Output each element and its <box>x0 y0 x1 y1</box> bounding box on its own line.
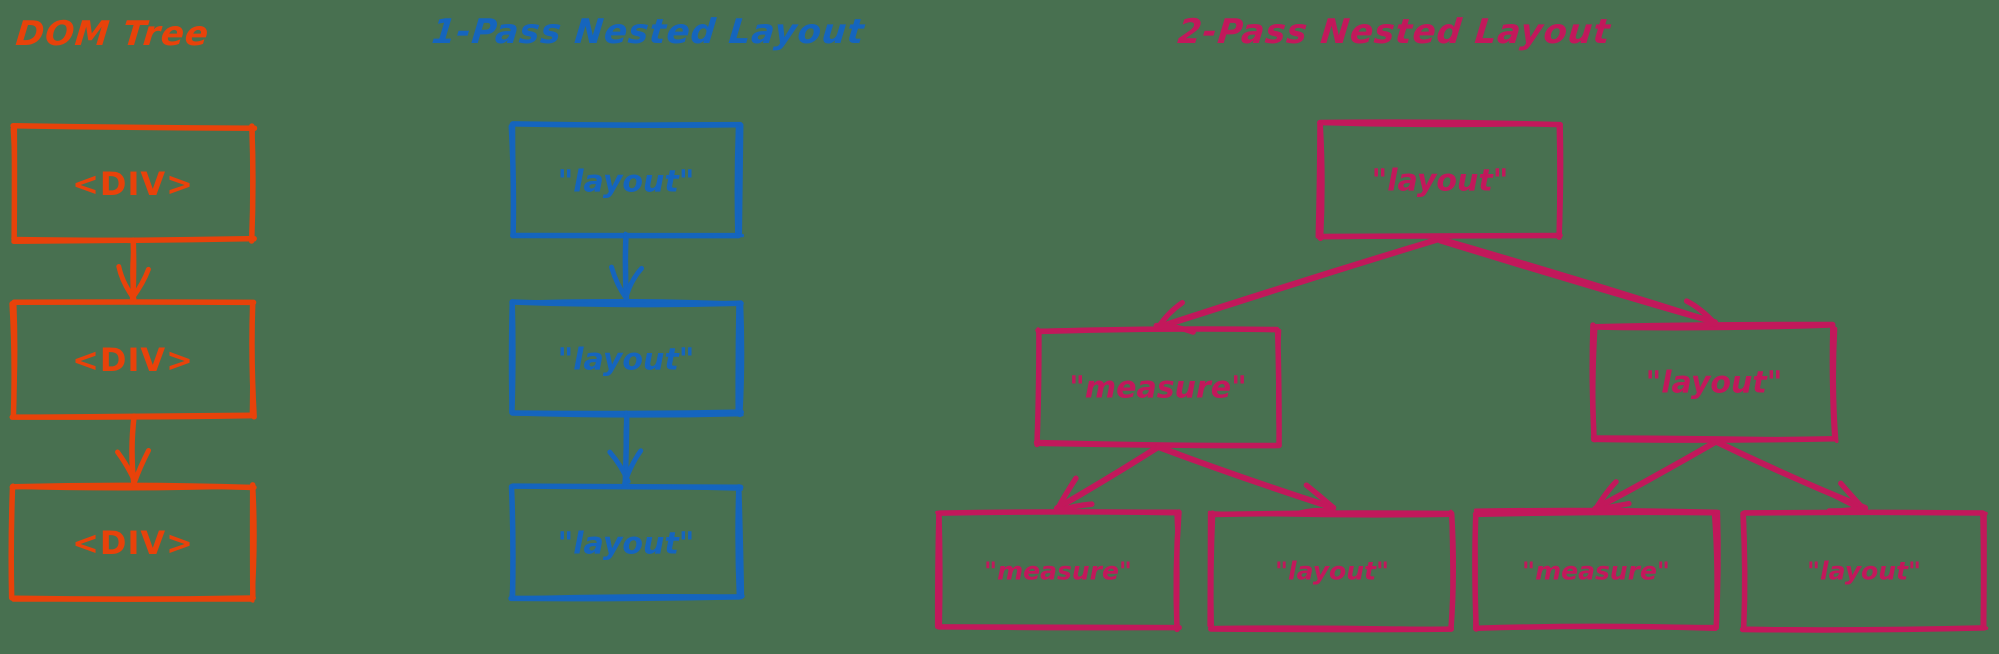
edge-2-barb <box>1056 475 1079 510</box>
node-box-two-mid-r-edge <box>1832 326 1839 444</box>
node-box-two-mid-r-edge <box>1591 324 1833 331</box>
node-box-dom-1-edge <box>10 127 16 244</box>
node-box-one-3-edge <box>509 484 516 599</box>
edge-0-barb <box>129 266 151 301</box>
edge-1-shaft2 <box>131 415 136 484</box>
group-two-pass <box>934 119 1989 633</box>
edge-arrow-one-1-to-one-2 <box>609 231 645 304</box>
edge-2-barb <box>1054 501 1095 514</box>
column-title-dom-tree: DOM Tree <box>13 14 212 54</box>
node-box-two-root[interactable] <box>1315 119 1564 242</box>
node-box-two-root-edge <box>1315 120 1321 239</box>
edge-0-barb <box>623 265 645 301</box>
node-box-two-mid-l-edge <box>1034 327 1041 445</box>
group-one-pass <box>508 121 745 602</box>
node-box-one-3[interactable] <box>508 483 745 602</box>
edge-arrow-two-mid-l-to-two-leaf-1 <box>1053 443 1162 514</box>
node-box-one-3-edge <box>735 487 741 600</box>
node-box-dom-1[interactable] <box>10 123 258 245</box>
node-box-two-leaf-3-edge <box>1472 512 1478 631</box>
node-box-two-mid-r-edge <box>1592 325 1598 443</box>
edge-4-shaft2 <box>1593 440 1716 511</box>
node-box-dom-1-edge <box>13 125 257 130</box>
edge-arrow-dom-1-to-dom-2 <box>116 237 151 302</box>
node-box-two-leaf-1-edge <box>1174 512 1180 632</box>
node-box-dom-2[interactable] <box>9 299 257 420</box>
edge-2-shaft2 <box>1054 444 1158 511</box>
node-box-two-leaf-4-edge <box>1741 511 1747 630</box>
edge-arrow-two-root-to-two-mid-r <box>1437 236 1718 330</box>
node-box-two-mid-r[interactable] <box>1589 321 1839 444</box>
node-box-two-mid-l[interactable] <box>1033 326 1282 449</box>
node-box-one-1[interactable] <box>508 121 745 239</box>
edge-arrow-one-2-to-one-3 <box>607 410 644 487</box>
edge-arrow-two-mid-r-to-two-leaf-3 <box>1592 439 1718 513</box>
node-box-two-leaf-2-edge <box>1208 625 1452 631</box>
edge-5-shaft2 <box>1710 438 1864 513</box>
node-box-two-leaf-2-edge <box>1208 511 1454 518</box>
node-box-two-leaf-3[interactable] <box>1472 507 1721 632</box>
edge-0-barb <box>1153 322 1196 335</box>
node-box-one-2-edge <box>508 300 513 414</box>
node-box-one-3-edge <box>510 593 745 600</box>
node-box-two-leaf-4[interactable] <box>1739 509 1989 633</box>
node-box-two-leaf-1-edge <box>936 511 943 630</box>
edge-3-shaft2 <box>1156 443 1336 512</box>
node-box-two-leaf-1-edge <box>934 511 940 628</box>
edge-1-barb <box>115 449 137 484</box>
edge-1-barb <box>1683 298 1718 327</box>
edge-5-barb <box>1826 505 1866 514</box>
node-box-dom-1-edge <box>250 126 256 243</box>
edge-4-barb <box>1592 479 1619 513</box>
column-title-two-pass: 2-Pass Nested Layout <box>1175 12 1613 52</box>
node-box-two-mid-l-edge <box>1276 328 1282 447</box>
edge-3-barb <box>1303 482 1337 511</box>
node-box-one-2[interactable] <box>508 298 745 418</box>
edge-arrow-two-mid-r-to-two-leaf-4 <box>1710 437 1869 514</box>
node-box-dom-3-edge <box>251 486 257 603</box>
node-box-one-1-edge <box>736 122 744 238</box>
node-box-two-leaf-4-edge <box>1745 626 1989 632</box>
edge-1-shaft2 <box>1438 236 1716 323</box>
group-dom-tree <box>8 123 258 603</box>
edge-arrow-two-root-to-two-mid-l <box>1153 235 1445 335</box>
node-box-dom-2-edge <box>11 301 18 419</box>
edge-1-barb <box>131 447 152 487</box>
node-box-dom-2-edge <box>249 299 254 418</box>
node-box-one-2-edge <box>735 300 740 417</box>
node-box-dom-3[interactable] <box>8 482 257 603</box>
node-box-two-leaf-3-edge <box>1715 509 1721 630</box>
node-box-two-leaf-1[interactable] <box>934 509 1182 633</box>
edge-0-shaft2 <box>623 231 628 302</box>
edge-4-barb <box>1593 500 1632 513</box>
node-box-one-1-edge <box>734 125 740 237</box>
node-box-two-leaf-4-edge <box>1980 513 1985 631</box>
node-box-two-leaf-2-edge <box>1449 509 1454 628</box>
node-box-two-leaf-3-edge <box>1472 509 1719 518</box>
node-box-two-leaf-3-edge <box>1474 624 1719 631</box>
edge-5-barb <box>1838 480 1868 513</box>
edge-1-barb <box>622 448 644 487</box>
node-box-dom-3-edge <box>9 483 15 601</box>
node-box-two-root-edge <box>1558 123 1564 239</box>
edge-0-shaft2 <box>1158 237 1441 330</box>
edge-1-shaft <box>1437 237 1718 326</box>
node-box-one-2-edge <box>737 300 745 418</box>
column-title-one-pass: 1-Pass Nested Layout <box>429 12 867 52</box>
node-box-two-root-edge <box>1317 120 1325 242</box>
edge-arrow-dom-2-to-dom-3 <box>115 413 152 487</box>
node-box-two-root-edge <box>1318 121 1562 128</box>
node-box-two-leaf-1-edge <box>935 625 1180 631</box>
node-box-two-leaf-2[interactable] <box>1207 509 1457 633</box>
edge-arrow-two-mid-l-to-two-leaf-2 <box>1155 443 1337 516</box>
edge-3-barb <box>1296 507 1337 516</box>
node-box-one-3-edge <box>511 484 743 491</box>
node-box-dom-3-edge <box>9 484 253 491</box>
